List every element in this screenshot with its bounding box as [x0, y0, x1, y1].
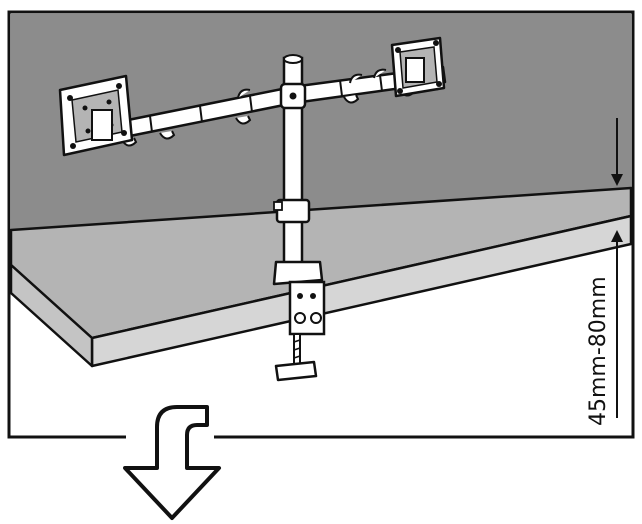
desk-side-edge — [9, 263, 94, 368]
desk-thickness-measurement: 45mm-80mm — [586, 118, 623, 426]
vertical-pole — [273, 54, 311, 278]
down-arrow-icon — [123, 405, 221, 520]
desk-clamp — [272, 260, 326, 382]
wall-background — [11, 14, 631, 230]
thickness-range-label: 45mm-80mm — [586, 276, 611, 426]
vesa-mount-plate-left — [58, 74, 134, 157]
vesa-mount-plate-right — [390, 36, 446, 98]
